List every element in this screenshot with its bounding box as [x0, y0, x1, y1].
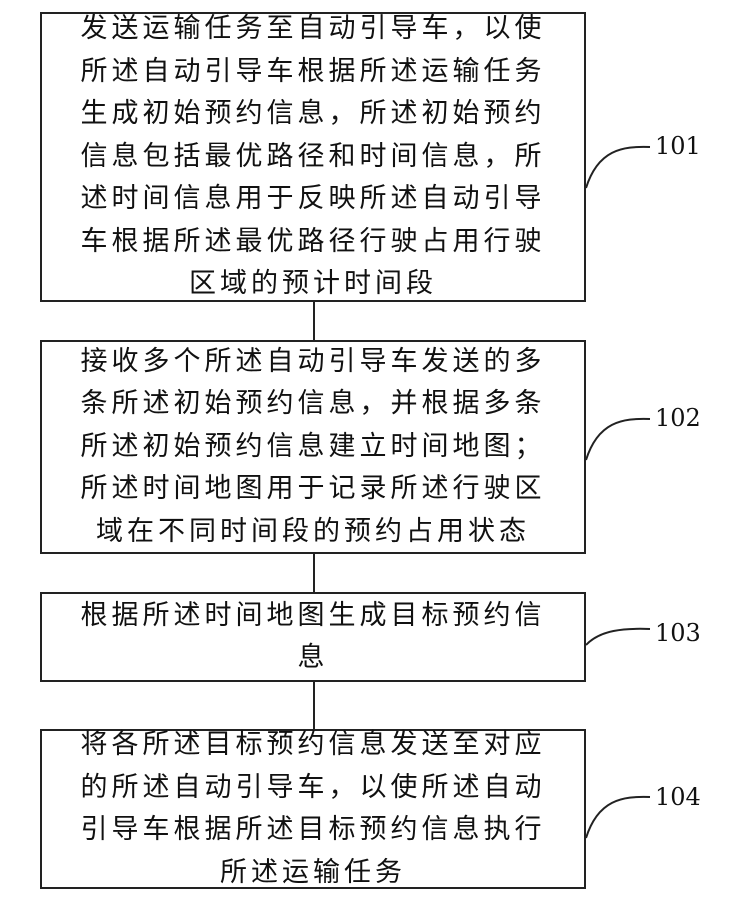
- step-text-103: 根据所述时间地图生成目标预约信息: [76, 595, 550, 680]
- leader-line-103: [586, 629, 650, 645]
- leader-line-101: [586, 147, 650, 188]
- step-label-102: 102: [655, 405, 701, 431]
- step-text-101: 发送运输任务至自动引导车，以使所述自动引导车根据所述运输任务生成初始预约信息，所…: [76, 8, 550, 306]
- step-box-103: 根据所述时间地图生成目标预约信息: [40, 592, 586, 682]
- step-text-102: 接收多个所述自动引导车发送的多条所述初始预约信息，并根据多条所述初始预约信息建立…: [76, 341, 550, 554]
- step-box-104: 将各所述目标预约信息发送至对应的所述自动引导车，以使所述自动引导车根据所述目标预…: [40, 729, 586, 889]
- step-box-102: 接收多个所述自动引导车发送的多条所述初始预约信息，并根据多条所述初始预约信息建立…: [40, 340, 586, 554]
- step-label-101: 101: [655, 133, 701, 159]
- leader-line-102: [586, 419, 650, 460]
- step-box-101: 发送运输任务至自动引导车，以使所述自动引导车根据所述运输任务生成初始预约信息，所…: [40, 12, 586, 302]
- step-label-103: 103: [655, 620, 701, 646]
- step-text-104: 将各所述目标预约信息发送至对应的所述自动引导车，以使所述自动引导车根据所述目标预…: [76, 724, 550, 894]
- leader-line-104: [586, 797, 650, 838]
- step-label-104: 104: [655, 784, 701, 810]
